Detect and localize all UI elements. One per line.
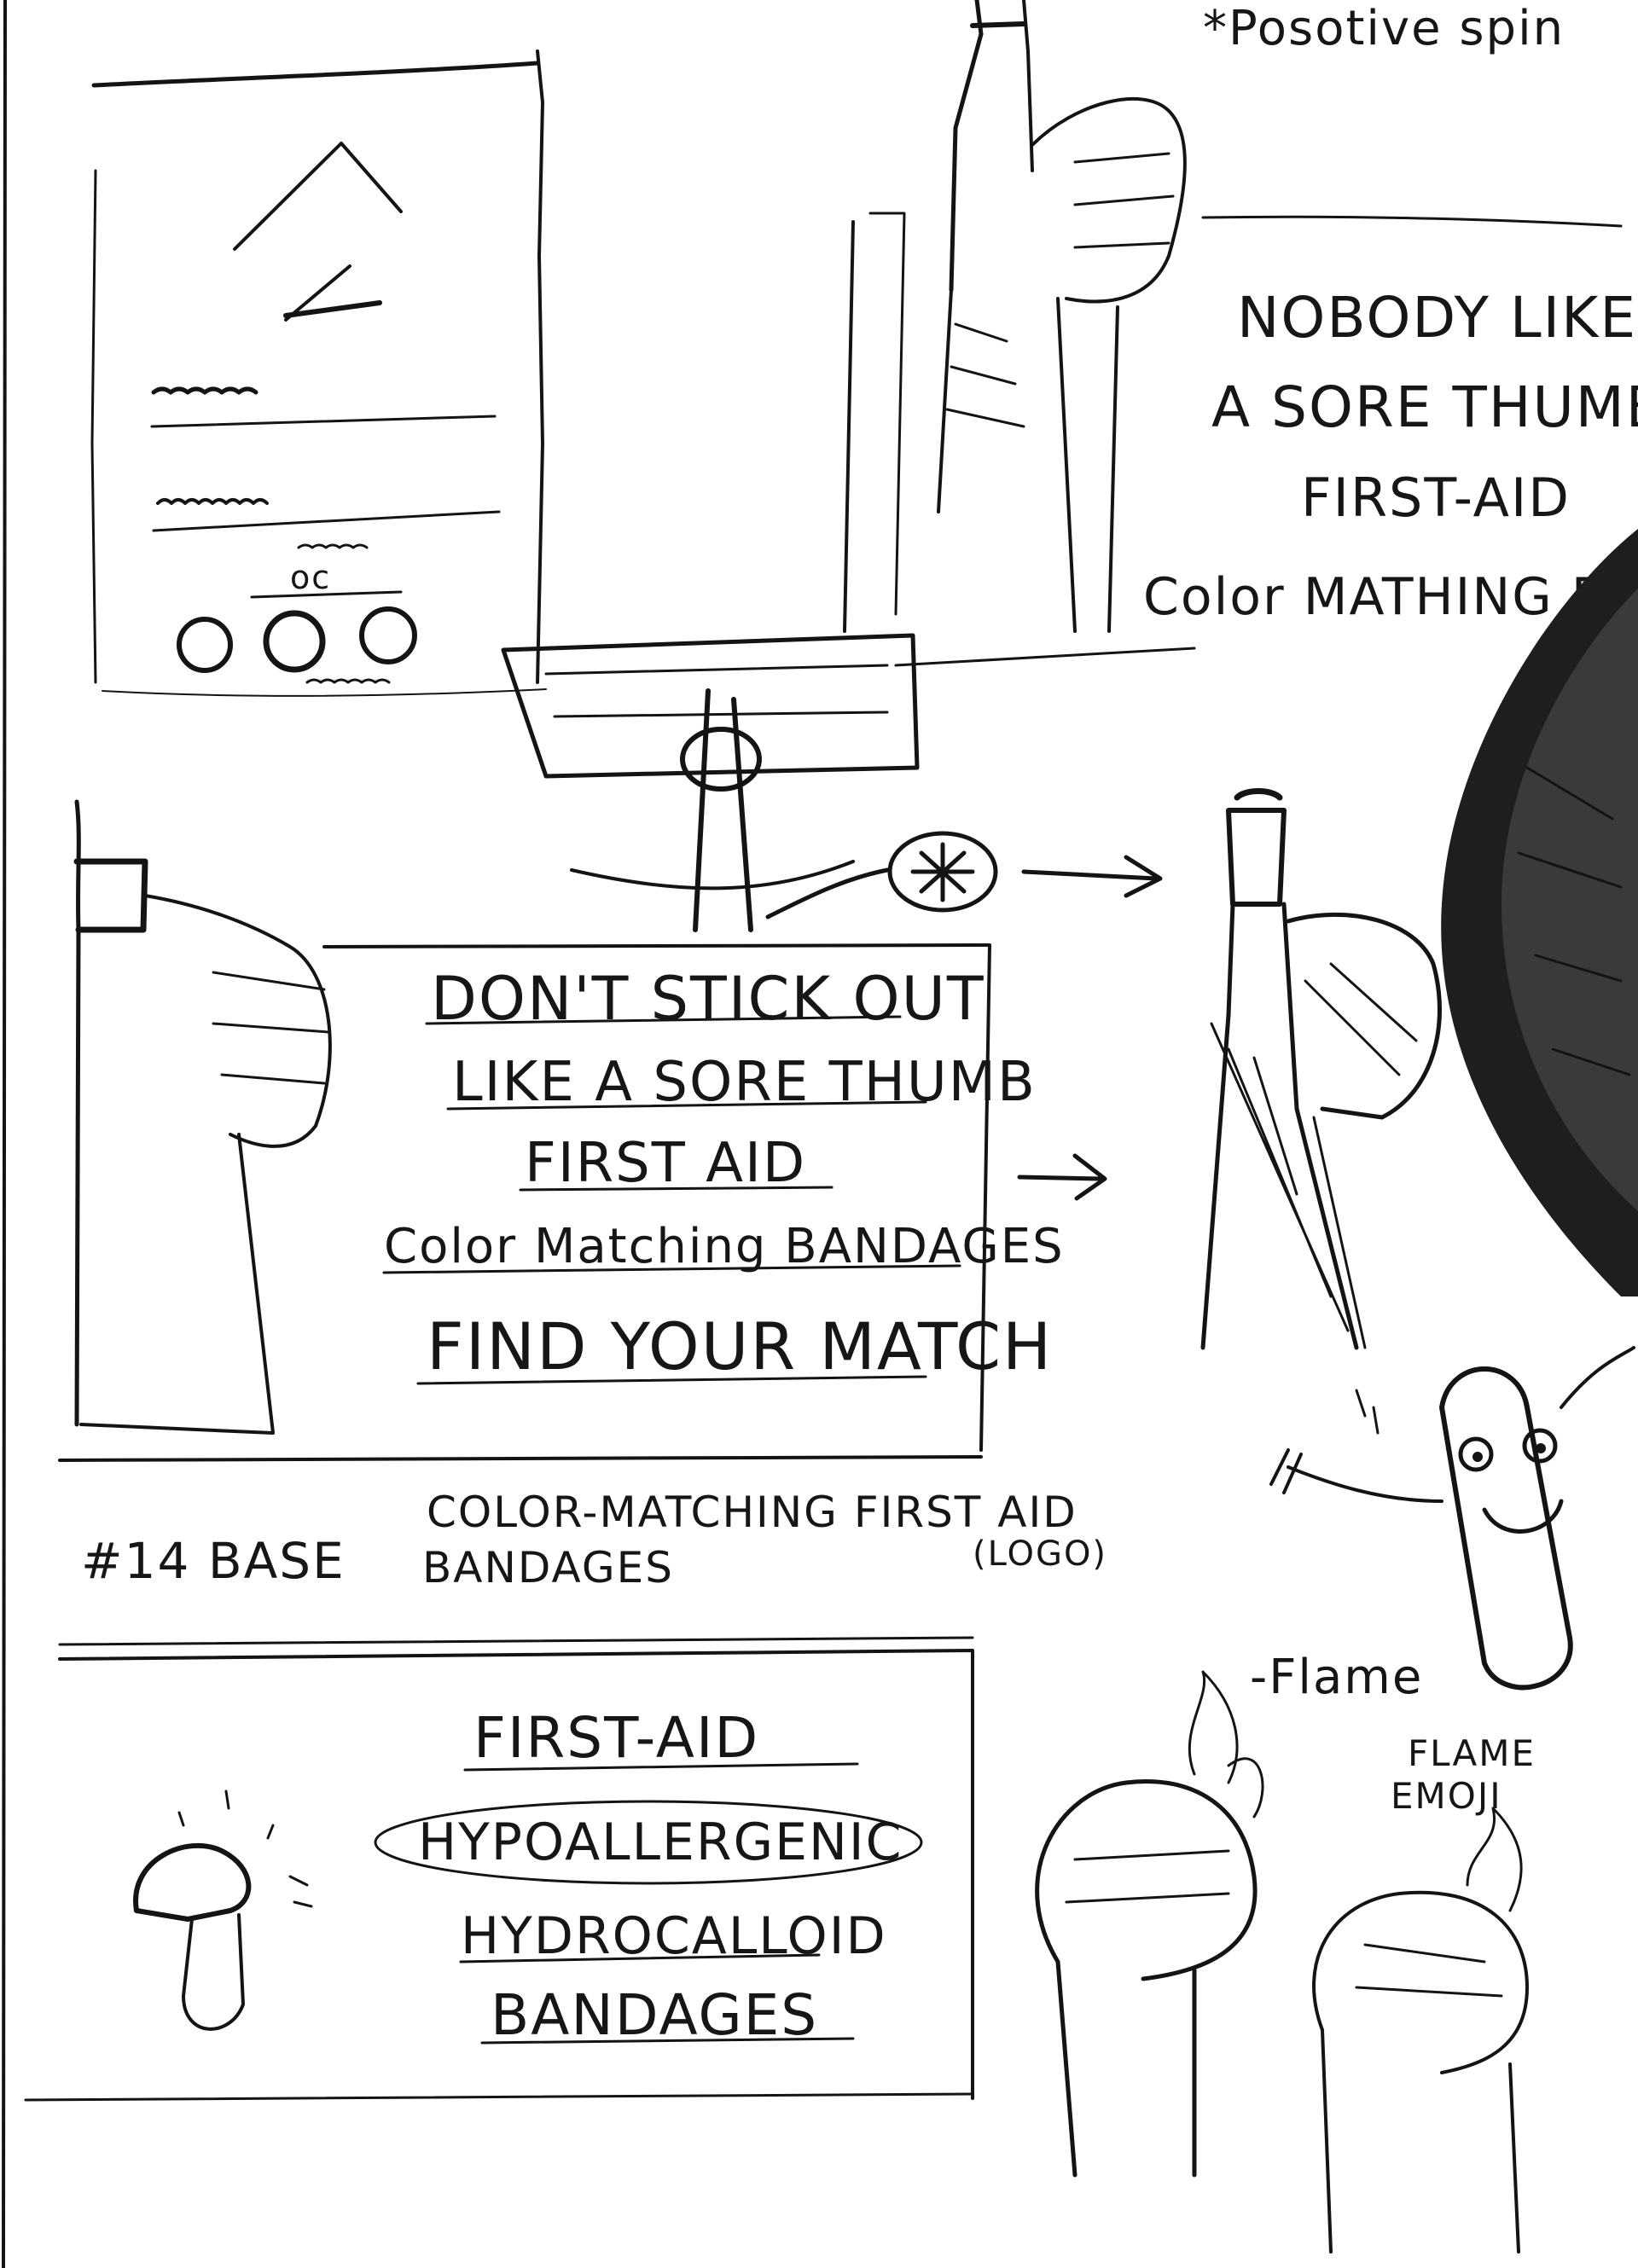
wireframe-sketch: oc <box>90 49 547 697</box>
triangle-logo-icon <box>233 142 403 251</box>
headline-line-3: FIRST AID <box>525 1132 806 1195</box>
bottom-line-4: BANDAGES <box>491 1982 818 2048</box>
arrow-left-icon <box>765 867 890 919</box>
arrow-right-icon-2 <box>1017 1153 1107 1201</box>
pitch-line-4: Color MATHING B <box>1143 567 1608 627</box>
panel-base: #14 BASE COLOR-MATCHING FIRST AID BANDAG… <box>58 1455 1107 1646</box>
wireframe-circle-2 <box>263 610 326 673</box>
mascot-left-eye <box>1458 1436 1494 1472</box>
base-line-2: BANDAGES <box>422 1543 674 1592</box>
headline-line-4: Color Matching BANDAGES <box>384 1219 1065 1274</box>
headline-line-5: FIND YOUR MATCH <box>427 1308 1053 1384</box>
pitch-line-2: A SORE THUMB <box>1211 374 1638 440</box>
bottom-line-2: HYPOALLERGENIC <box>418 1813 903 1872</box>
bandage-strip-sketch <box>501 633 1196 932</box>
bandage-mascot <box>1269 1346 1635 1691</box>
star-badge-icon <box>887 831 998 913</box>
panel-bottom: FIRST-AID HYPOALLERGENIC HYDROCALLOID BA… <box>24 1649 974 2102</box>
wireframe-caption: oc <box>290 559 331 596</box>
mascot-right-eye <box>1522 1428 1558 1464</box>
flame-finger-sketch-2 <box>1312 1807 1529 2253</box>
thumb-up-sketch-right <box>1200 788 1442 1350</box>
mascot-note-flame-emoji-2: EMOJI <box>1391 1775 1502 1817</box>
bandaged-finger-sketch <box>133 1789 313 2031</box>
thumb-up-sketch-left <box>73 799 332 1435</box>
base-line-1: COLOR-MATCHING FIRST AID <box>427 1488 1077 1537</box>
mascot-note-flame: -Flame <box>1250 1650 1423 1705</box>
arrow-right-icon <box>1021 855 1163 898</box>
wireframe-circle-3 <box>359 606 417 664</box>
mascot-note-flame-emoji-1: FLAME <box>1408 1732 1536 1774</box>
base-logo-note: (LOGO) <box>973 1534 1107 1574</box>
note-positive-spin: *Posotive spin <box>1203 1 1565 56</box>
page-edge-line <box>2 0 7 2268</box>
star-badge-sketch <box>765 831 1163 1201</box>
note-divider-line <box>1201 215 1623 228</box>
pitch-line-1: NOBODY LIKES <box>1237 285 1638 351</box>
highlight-oval <box>374 1800 923 1885</box>
bottom-line-1: FIRST-AID <box>473 1705 759 1771</box>
dark-sketch-right <box>1441 529 1638 1296</box>
base-label: #14 BASE <box>81 1532 346 1590</box>
wireframe-circle-1 <box>177 617 233 673</box>
pitch-line-3: FIRST-AID <box>1301 467 1571 529</box>
thumb-up-sketch-top <box>843 0 1187 633</box>
pitch-nobody-likes: NOBODY LIKES A SORE THUMB FIRST-AID Colo… <box>1143 285 1638 627</box>
panel-center: DON'T STICK OUT LIKE A SORE THUMB FIRST … <box>322 943 1065 1452</box>
flame-finger-sketch-1 <box>1035 1670 1264 2178</box>
